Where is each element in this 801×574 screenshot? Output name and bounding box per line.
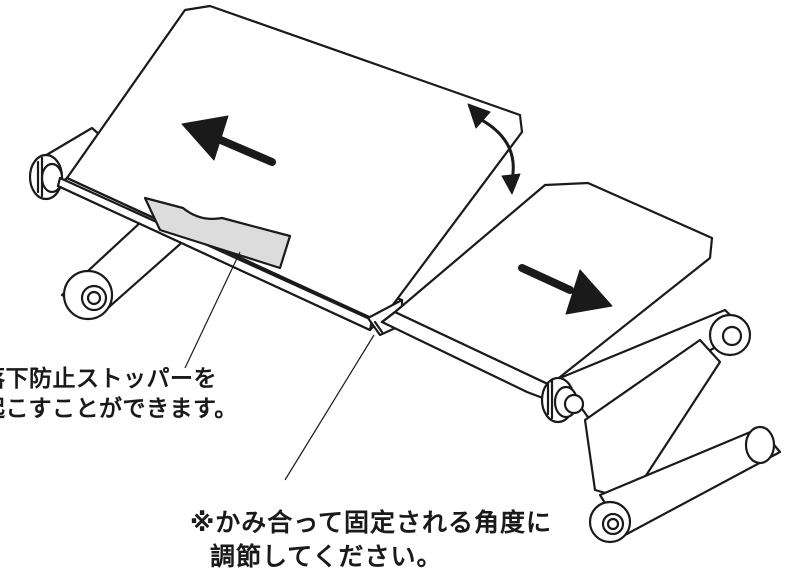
- right-hinge-knob: [540, 376, 585, 424]
- tilt-double-arrow-icon: [467, 103, 521, 195]
- stopper-annotation-line1: 落下防止ストッパーを: [0, 366, 217, 392]
- stopper-flap: [143, 196, 292, 270]
- hinge-leader-line: [284, 334, 375, 481]
- angle-annotation-line2: 調節してください。: [210, 542, 443, 571]
- laptop-stand-illustration: [28, 4, 782, 544]
- left-hinge-knob: [28, 153, 64, 201]
- main-tilting-panel: [56, 4, 524, 332]
- right-folding-arm: [558, 308, 782, 544]
- arrow-left-icon: [181, 115, 276, 166]
- angle-annotation-line1: ※かみ合って固定される角度に: [190, 508, 553, 537]
- arrow-right-icon: [518, 264, 613, 315]
- stopper-annotation: 落下防止ストッパーを 起こすことができます。: [0, 364, 238, 424]
- angle-annotation: ※かみ合って固定される角度に 調節してください。: [190, 506, 552, 574]
- stopper-annotation-line2: 起こすことができます。: [0, 396, 238, 422]
- stopper-leader-line: [184, 251, 241, 369]
